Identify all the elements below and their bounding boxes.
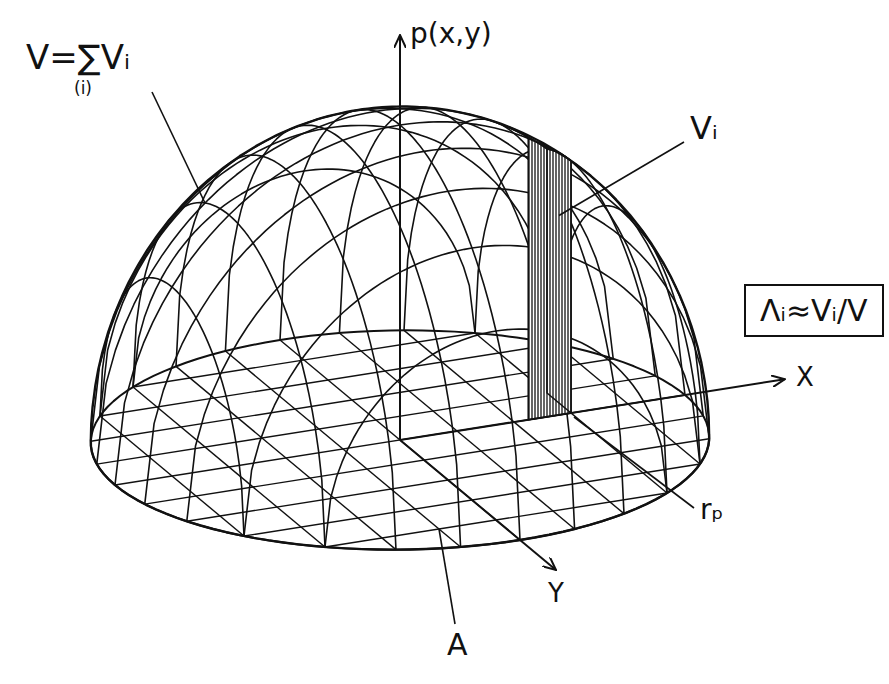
column-face bbox=[528, 138, 571, 419]
column-face bbox=[547, 149, 571, 413]
axis bbox=[400, 440, 556, 570]
dome-section bbox=[325, 329, 667, 547]
dome-section bbox=[187, 188, 709, 521]
column-top bbox=[504, 126, 571, 161]
leader-line bbox=[439, 529, 455, 624]
dome-section bbox=[475, 149, 667, 493]
leader-line bbox=[559, 142, 684, 215]
cell-volume: Vᵢ bbox=[690, 112, 718, 144]
dome-section bbox=[244, 245, 700, 536]
dome-section bbox=[404, 119, 624, 514]
formula-box: Λᵢ≈Vᵢ/V bbox=[744, 284, 884, 337]
dome-section bbox=[91, 108, 613, 441]
area-label: A bbox=[447, 630, 468, 660]
axis-label: X bbox=[796, 364, 814, 390]
cell-label: rₚ bbox=[700, 496, 724, 524]
leader-line bbox=[152, 92, 205, 203]
dome-section bbox=[100, 125, 556, 416]
axis-label: Y bbox=[548, 580, 564, 606]
dome-section bbox=[133, 203, 325, 547]
sum-index: (i) bbox=[74, 80, 92, 97]
volume-sum: V=∑Vᵢ bbox=[26, 40, 130, 74]
wireframe bbox=[91, 35, 785, 624]
axis bbox=[399, 35, 401, 440]
dome-section bbox=[556, 206, 700, 464]
leader-line bbox=[574, 417, 694, 508]
formula: Λᵢ≈Vᵢ/V bbox=[760, 294, 868, 327]
dome-section bbox=[100, 278, 244, 536]
axis-label: p(x,y) bbox=[410, 20, 492, 48]
